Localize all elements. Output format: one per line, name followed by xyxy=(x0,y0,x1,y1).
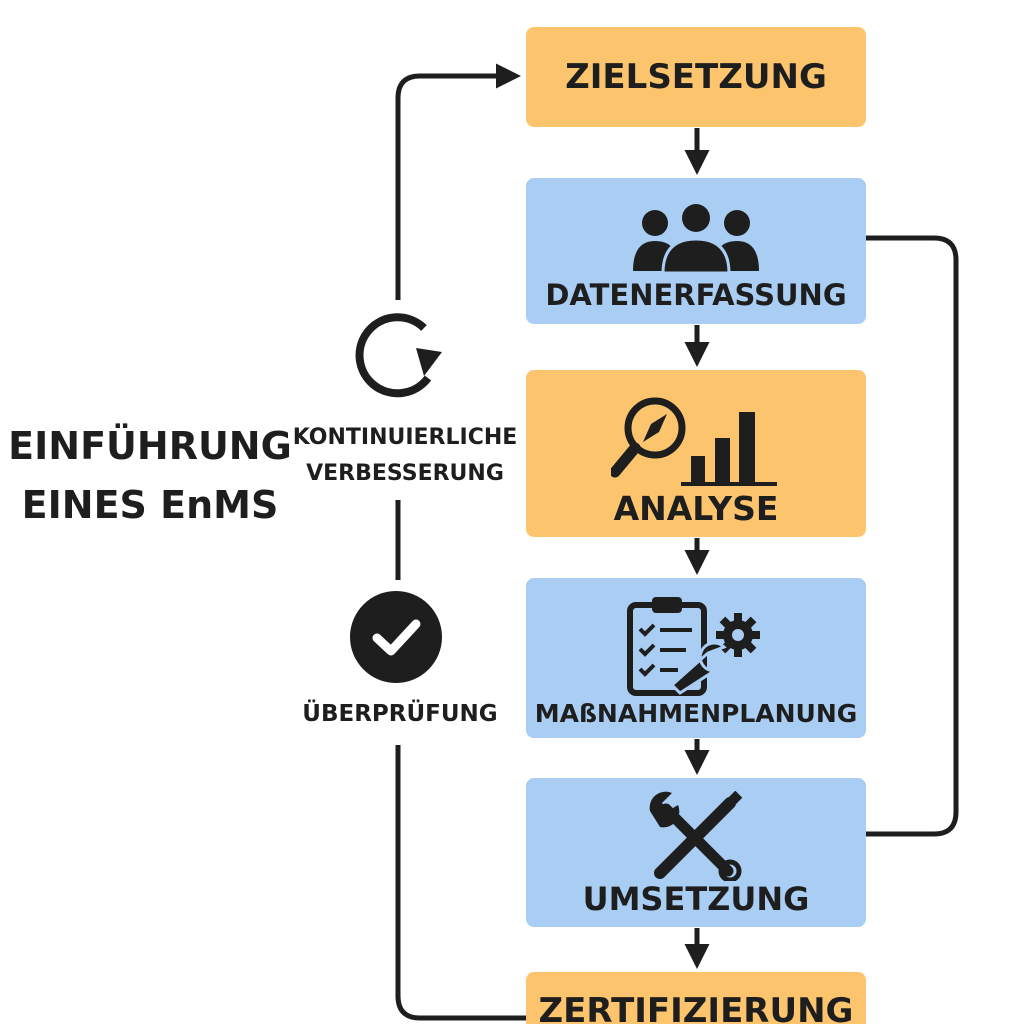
feedback-loop-line xyxy=(395,745,526,1021)
check-circle-icon xyxy=(350,591,442,683)
step-certification-label: ZERTIFIZIERUNG xyxy=(538,991,854,1024)
clipboard-wrench-gear-icon xyxy=(626,593,766,697)
continuous-improvement-label-line-2: VERBESSERUNG xyxy=(290,463,520,485)
feedback-loop-line-top xyxy=(395,63,521,300)
continuous-improvement-label-line-1: KONTINUIERLICHE xyxy=(290,427,520,449)
step-implementation: UMSETZUNG xyxy=(526,778,866,927)
diagram-title-line-2: EINES EnMS xyxy=(21,483,279,527)
step-implementation-label: UMSETZUNG xyxy=(582,880,810,918)
step-data-collection-label: DATENERFASSUNG xyxy=(545,278,847,312)
step-analysis-label: ANALYSE xyxy=(613,489,779,528)
wrench-screwdriver-icon xyxy=(646,791,746,881)
right-bracket-line xyxy=(866,235,959,837)
step-analysis: ANALYSE xyxy=(526,370,866,537)
step-action-planning-label: MAßNAHMENPLANUNG xyxy=(534,699,858,728)
review-label: ÜBERPRÜFUNG xyxy=(300,703,500,726)
step-goal-setting-label: ZIELSETZUNG xyxy=(565,57,827,97)
magnifier-bar-chart-icon xyxy=(611,390,781,488)
cycle-arrow-icon xyxy=(355,313,442,398)
people-group-icon xyxy=(631,201,761,275)
step-goal-setting: ZIELSETZUNG xyxy=(526,27,866,127)
step-certification: ZERTIFIZIERUNG xyxy=(526,972,866,1024)
step-action-planning: MAßNAHMENPLANUNG xyxy=(526,578,866,738)
step-data-collection: DATENERFASSUNG xyxy=(526,178,866,324)
diagram-title-line-1: EINFÜHRUNG xyxy=(8,424,292,468)
